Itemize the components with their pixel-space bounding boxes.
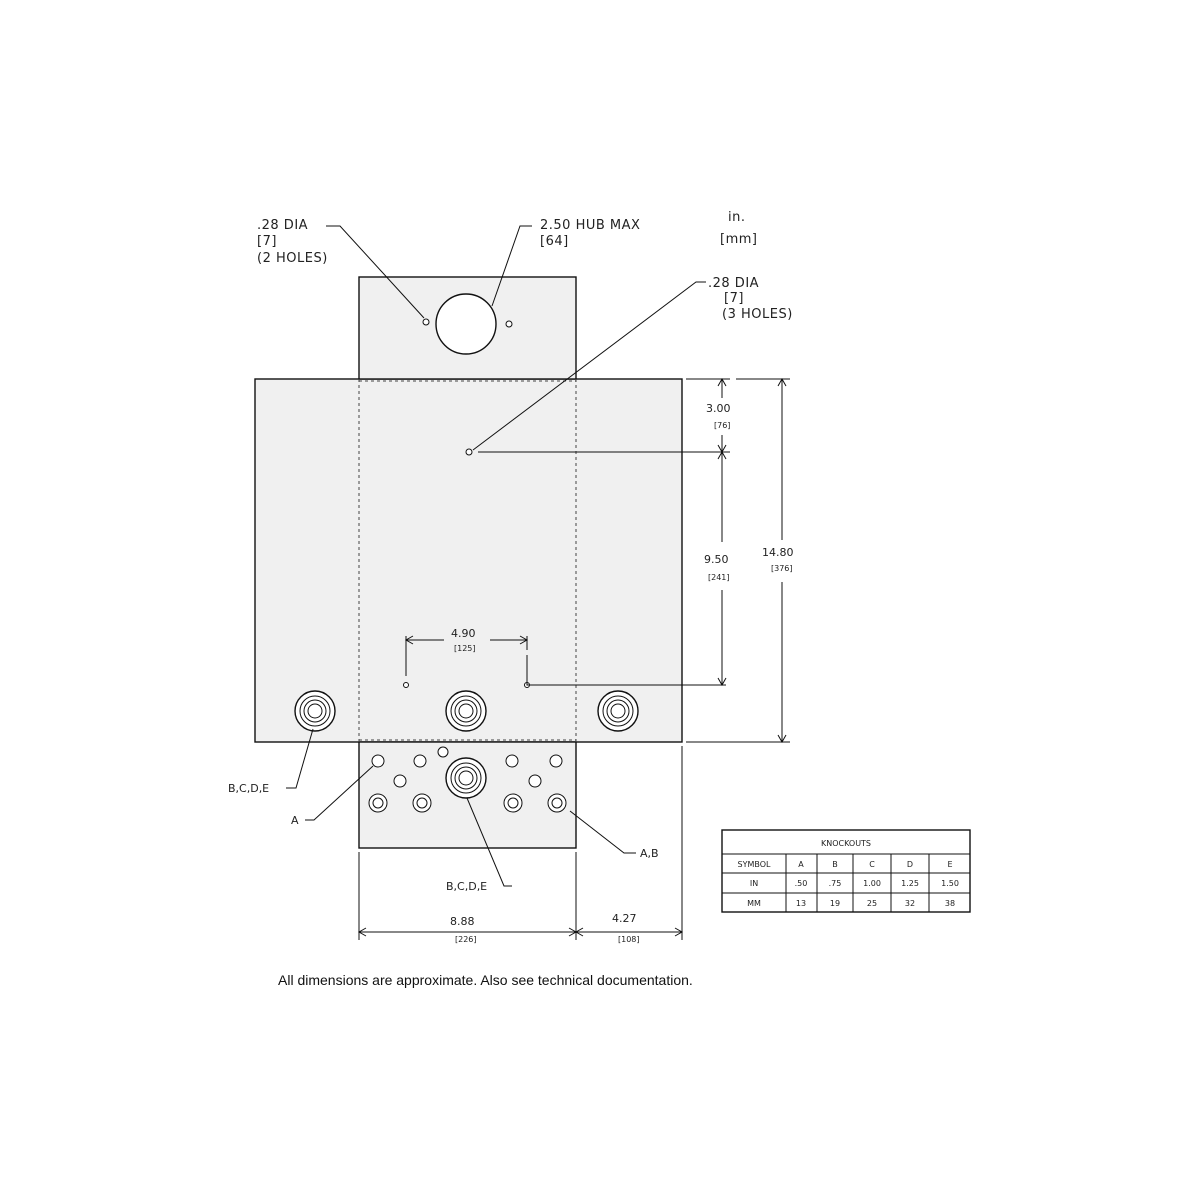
table-cell: 25 xyxy=(867,899,877,908)
callout-dia-right-mm: [7] xyxy=(724,291,744,306)
knockout-left xyxy=(294,690,336,732)
dim-9-50: 9.50 xyxy=(704,553,729,566)
footnote: All dimensions are approximate. Also see… xyxy=(278,972,693,988)
callout-dia-right: .28 DIA xyxy=(708,276,759,291)
callout-knockout-a: A xyxy=(291,814,299,827)
table-header-cell: C xyxy=(869,860,875,869)
table-header-cell: A xyxy=(798,860,804,869)
table-cell: 1.25 xyxy=(901,879,919,888)
table-header-cell: SYMBOL xyxy=(738,860,772,869)
callout-knockout-left: B,C,D,E xyxy=(228,782,269,795)
leader-lines xyxy=(286,225,706,887)
dim-4-90: 4.90 xyxy=(451,627,476,640)
callout-knockout-bottom: B,C,D,E xyxy=(446,880,487,893)
dim-8-88-mm: [226] xyxy=(455,935,477,944)
dim-4-90-lines xyxy=(404,635,529,676)
table-cell: IN xyxy=(750,879,758,888)
dim-4-27-mm: [108] xyxy=(618,935,640,944)
dim-4-90-mm: [125] xyxy=(454,644,476,653)
dim-8-88: 8.88 xyxy=(450,915,475,928)
table-cell: 38 xyxy=(945,899,955,908)
dim-4-27: 4.27 xyxy=(612,912,637,925)
table-header-cell: E xyxy=(947,860,952,869)
table-cell: .50 xyxy=(795,879,808,888)
mounting-hole xyxy=(465,448,473,456)
callout-dia-right-count: (3 HOLES) xyxy=(722,307,793,322)
callout-dia-top-left-mm: [7] xyxy=(257,234,277,249)
knockout-bottom-center xyxy=(445,757,487,799)
callout-dia-top-left: .28 DIA xyxy=(257,218,308,233)
mounting-hole xyxy=(422,318,430,326)
callout-dia-top-left-count: (2 HOLES) xyxy=(257,251,328,266)
units-mm: [mm] xyxy=(720,232,757,247)
table-header-cell: B xyxy=(832,860,838,869)
dim-bottom-lines xyxy=(357,746,684,940)
dim-3-00-mm: [76] xyxy=(714,421,730,430)
knockout-right xyxy=(597,690,639,732)
dim-14-80: 14.80 xyxy=(762,546,794,559)
mounting-hole xyxy=(403,682,409,688)
table-cell: 32 xyxy=(905,899,915,908)
callout-hub: 2.50 HUB MAX xyxy=(540,218,640,233)
table-header-cell: D xyxy=(907,860,913,869)
mounting-hole xyxy=(505,320,513,328)
callout-knockout-ab: A,B xyxy=(640,847,659,860)
units-in: in. xyxy=(728,210,745,225)
dim-3-00: 3.00 xyxy=(706,402,731,415)
knockout-center xyxy=(445,690,487,732)
dim-14-80-lines xyxy=(686,377,790,744)
dim-9-50-lines xyxy=(526,450,727,687)
callout-hub-mm: [64] xyxy=(540,234,569,249)
table-cell: 1.00 xyxy=(863,879,881,888)
hub-opening xyxy=(435,293,497,355)
back-plate-outline xyxy=(254,378,683,743)
table-cell: 1.50 xyxy=(941,879,959,888)
knockouts-table: KNOCKOUTS SYMBOL A B C D E IN .50 .75 1.… xyxy=(721,829,971,913)
dim-9-50-mm: [241] xyxy=(708,573,730,582)
table-cell: MM xyxy=(747,899,761,908)
table-cell: 13 xyxy=(796,899,806,908)
dim-14-80-mm: [376] xyxy=(771,564,793,573)
table-cell: .75 xyxy=(829,879,842,888)
small-knockouts xyxy=(368,746,567,813)
table-cell: 19 xyxy=(830,899,840,908)
table-title: KNOCKOUTS xyxy=(821,839,871,848)
